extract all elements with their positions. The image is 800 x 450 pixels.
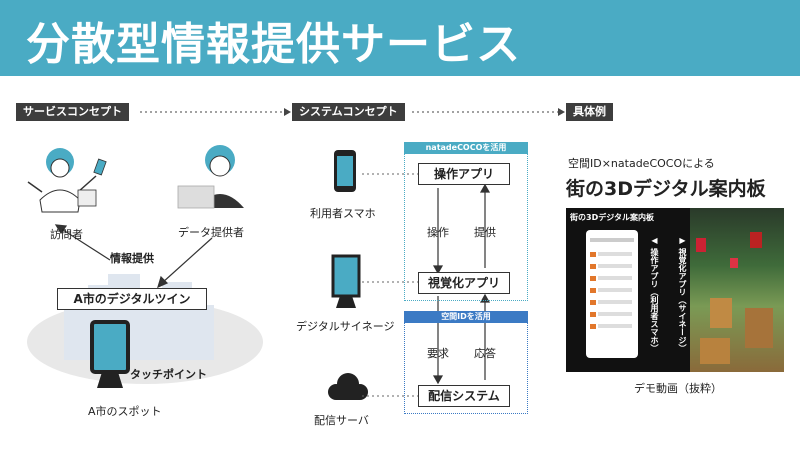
spot-label: A市のスポット (88, 405, 162, 418)
demo-caption: デモ動画（抜粋） (634, 382, 722, 395)
natadecoco-band: natadeCOCOを活用 (404, 142, 528, 154)
touchpoint-label: タッチポイント (130, 368, 207, 381)
section-arrow-1 (140, 108, 291, 116)
visitor-illustration (27, 148, 107, 213)
arrow-provider (157, 237, 213, 289)
page-title: 分散型情報提供サービス (26, 19, 521, 70)
example-headline: 街の3Dデジタル案内板 (566, 178, 766, 200)
smartphone-label: 利用者スマホ (310, 207, 376, 220)
signage-label: デジタルサイネージ (296, 320, 395, 333)
response-label: 応答 (474, 347, 496, 360)
demo-video-frame[interactable]: 街の3Dデジタル案内板 ◀ 操作アプリ（利用者スマホ） ▶ 視覚化アプリ（サイネ… (566, 208, 784, 372)
vis-app-box: 視覚化アプリ (418, 272, 510, 294)
op-app-vertical-label: ◀ 操作アプリ（利用者スマホ） (650, 236, 659, 352)
digital-twin-box: A市のデジタルツイン (57, 288, 207, 310)
info-provision-label: 情報提供 (110, 252, 154, 265)
provider-illustration (177, 145, 244, 209)
vis-app-vertical-label: ▶ 視覚化アプリ（サイネージ） (678, 236, 687, 352)
spatial-id-band: 空間IDを活用 (404, 311, 528, 323)
signage-icon (331, 254, 361, 308)
server-label: 配信サーバ (314, 414, 369, 427)
request-label: 要求 (427, 347, 449, 360)
city-silhouette (64, 274, 214, 360)
example-subtitle: 空間ID×natadeCOCOによる (568, 157, 715, 170)
smartphone-icon (334, 150, 356, 192)
section-service-concept: サービスコンセプト (16, 103, 129, 121)
header-bar (0, 0, 800, 76)
op-app-box: 操作アプリ (418, 163, 510, 185)
provide-label: 提供 (474, 226, 496, 239)
section-arrow-2 (412, 108, 565, 116)
provider-label: データ提供者 (178, 226, 244, 239)
touchpoint-device (90, 320, 130, 388)
screen-title: 街の3Dデジタル案内板 (570, 213, 655, 222)
visitor-label: 訪問者 (50, 228, 83, 241)
city-3d-view (690, 208, 784, 372)
section-system-concept: システムコンセプト (292, 103, 405, 121)
arrow-visitor (54, 224, 111, 261)
delivery-system-box: 配信システム (418, 385, 510, 407)
section-example: 具体例 (566, 103, 613, 121)
phone-screen (586, 230, 638, 358)
operate-label: 操作 (427, 226, 449, 239)
cloud-icon (328, 373, 368, 400)
